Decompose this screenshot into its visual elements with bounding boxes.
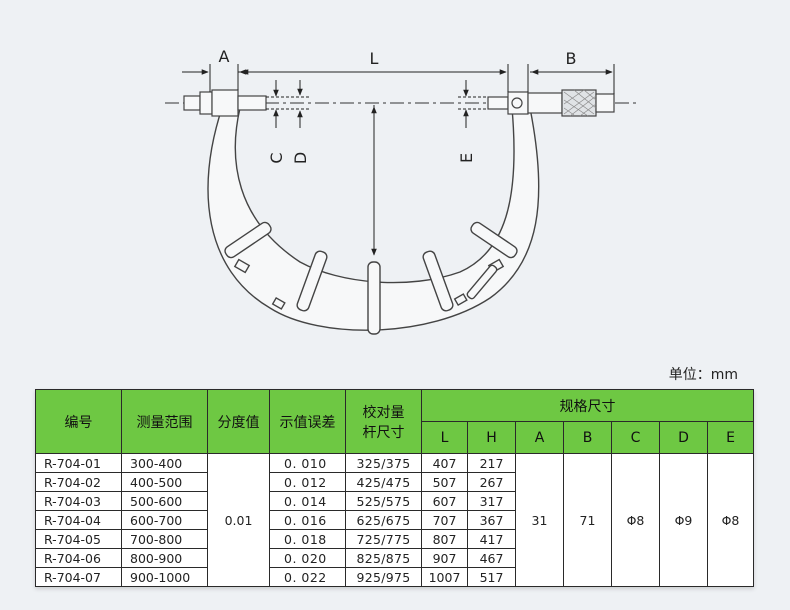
cell-range: 300-400 — [121, 453, 208, 473]
unit-label: 单位：mm — [668, 367, 738, 383]
cell-code: R-704-01 — [35, 453, 122, 473]
cell-b: 71 — [563, 453, 612, 587]
cell-rod: 725/775 — [345, 529, 422, 549]
header-rod: 校对量 杆尺寸 — [345, 389, 422, 454]
table-row: R-704-03 500-600 0. 014 525/575 607 317 — [35, 491, 754, 511]
dimension-l — [240, 64, 509, 92]
cell-rod: 325/375 — [345, 453, 422, 473]
cell-rod: 525/575 — [345, 491, 422, 511]
table-row: R-704-04 600-700 0. 016 625/675 707 367 — [35, 510, 754, 530]
cell-code: R-704-03 — [35, 491, 122, 511]
label-c: C — [267, 152, 286, 163]
cell-error: 0. 014 — [269, 491, 346, 511]
cell-range: 700-800 — [121, 529, 208, 549]
header-b: B — [563, 421, 612, 454]
cell-resolution: 0.01 — [207, 453, 270, 587]
cell-range: 400-500 — [121, 472, 208, 492]
cell-error: 0. 018 — [269, 529, 346, 549]
header-h: H — [467, 421, 516, 454]
cell-range: 900-1000 — [121, 567, 208, 587]
cell-h: 317 — [467, 491, 516, 511]
cell-h: 417 — [467, 529, 516, 549]
label-e: E — [457, 153, 476, 163]
header-l: L — [421, 421, 468, 454]
header-rod-line2: 杆尺寸 — [362, 424, 405, 441]
table-row: R-704-01 300-400 0.01 0. 010 325/375 407… — [35, 453, 754, 587]
header-spec: 规格尺寸 — [421, 389, 754, 422]
dimension-e — [458, 80, 488, 128]
header-resolution: 分度值 — [207, 389, 270, 454]
dimension-c-d — [266, 80, 310, 128]
cell-code: R-704-05 — [35, 529, 122, 549]
table-row: R-704-07 900-1000 0. 022 925/975 1007 51… — [35, 567, 754, 587]
table-row: R-704-05 700-800 0. 018 725/775 807 417 — [35, 529, 754, 549]
table-row: R-704-02 400-500 0. 012 425/475 507 267 — [35, 472, 754, 492]
label-b: B — [566, 49, 577, 68]
cell-c: Φ8 — [611, 453, 660, 587]
header-error: 示值误差 — [269, 389, 346, 454]
cell-code: R-704-02 — [35, 472, 122, 492]
dimension-a — [182, 64, 254, 92]
header-c: C — [611, 421, 660, 454]
spec-table: 编号 测量范围 分度值 示值误差 校对量 杆尺寸 规格尺寸 L H A B C … — [35, 389, 754, 587]
cell-range: 800-900 — [121, 548, 208, 568]
cell-e: Φ8 — [707, 453, 754, 587]
cell-l: 407 — [421, 453, 468, 473]
header-range: 测量范围 — [121, 389, 208, 454]
anvil-assembly — [183, 89, 267, 117]
micrometer-diagram: A L B C D E — [165, 47, 640, 335]
header-rod-line1: 校对量 — [362, 404, 405, 421]
table-body: R-704-01 300-400 0.01 0. 010 325/375 407… — [35, 453, 754, 587]
cell-error: 0. 022 — [269, 567, 346, 587]
cell-code: R-704-06 — [35, 548, 122, 568]
cell-code: R-704-07 — [35, 567, 122, 587]
cell-rod: 825/875 — [345, 548, 422, 568]
cell-code: R-704-04 — [35, 510, 122, 530]
cell-d: Φ9 — [659, 453, 708, 587]
cell-l: 1007 — [421, 567, 468, 587]
cell-l: 907 — [421, 548, 468, 568]
header-row-1: 编号 测量范围 分度值 示值误差 校对量 杆尺寸 规格尺寸 — [35, 389, 754, 454]
cell-h: 367 — [467, 510, 516, 530]
header-a: A — [515, 421, 564, 454]
cell-rod: 425/475 — [345, 472, 422, 492]
cell-range: 600-700 — [121, 510, 208, 530]
cell-error: 0. 020 — [269, 548, 346, 568]
cell-error: 0. 016 — [269, 510, 346, 530]
cell-l: 607 — [421, 491, 468, 511]
spindle-assembly — [487, 89, 615, 117]
cell-h: 267 — [467, 472, 516, 492]
cell-a: 31 — [515, 453, 564, 587]
cell-error: 0. 010 — [269, 453, 346, 473]
cell-l: 807 — [421, 529, 468, 549]
cell-error: 0. 012 — [269, 472, 346, 492]
cell-h: 217 — [467, 453, 516, 473]
cell-h: 517 — [467, 567, 516, 587]
cell-range: 500-600 — [121, 491, 208, 511]
cell-l: 707 — [421, 510, 468, 530]
micrometer-frame — [207, 107, 540, 335]
cell-rod: 925/975 — [345, 567, 422, 587]
header-code: 编号 — [35, 389, 122, 454]
dimension-b — [527, 64, 615, 94]
label-a: A — [219, 47, 230, 66]
table-row: R-704-06 800-900 0. 020 825/875 907 467 — [35, 548, 754, 568]
label-d: D — [291, 152, 310, 164]
header-d: D — [659, 421, 708, 454]
cell-rod: 625/675 — [345, 510, 422, 530]
label-l: L — [370, 49, 379, 68]
cell-l: 507 — [421, 472, 468, 492]
cell-h: 467 — [467, 548, 516, 568]
header-e: E — [707, 421, 754, 454]
